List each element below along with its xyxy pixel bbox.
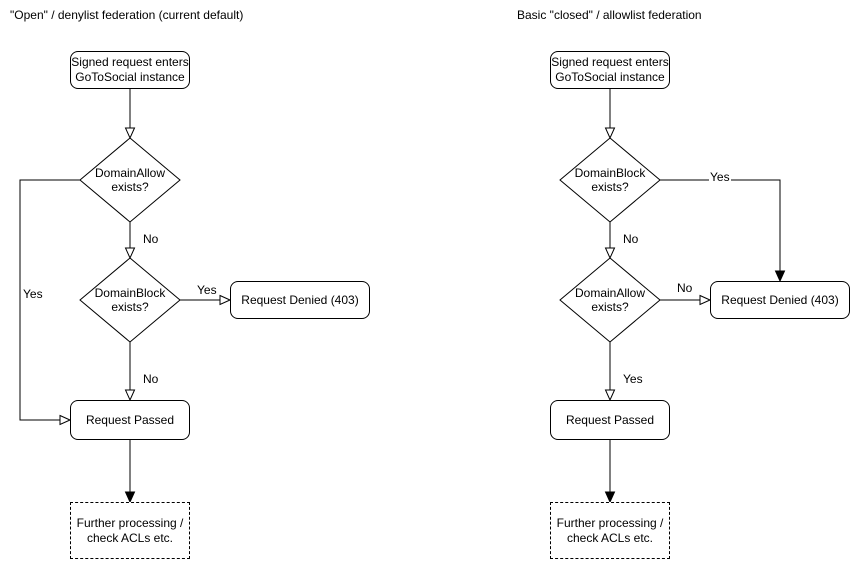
right-start-node-label: Signed request enters GoToSocial instanc… bbox=[551, 55, 669, 84]
right-further-node: Further processing / check ACLs etc. bbox=[550, 502, 670, 559]
right-allow-yes-label: Yes bbox=[622, 372, 644, 386]
right-block-no-label: No bbox=[622, 232, 640, 246]
left-chart-title: "Open" / denylist federation (current de… bbox=[10, 8, 244, 22]
left-denied-node: Request Denied (403) bbox=[230, 281, 370, 319]
right-decision2-label: DomainAllow exists? bbox=[574, 286, 646, 314]
decision-diamond-right-domainblock bbox=[559, 137, 661, 223]
right-passed-node: Request Passed bbox=[550, 400, 670, 440]
right-allow-no-label: No bbox=[676, 281, 694, 295]
left-decision2-label: DomainBlock exists? bbox=[94, 286, 166, 314]
left-allow-yes-label: Yes bbox=[22, 287, 44, 301]
left-decision1-label: DomainAllow exists? bbox=[94, 166, 166, 194]
left-further-node: Further processing / check ACLs etc. bbox=[70, 502, 190, 559]
right-start-node: Signed request enters GoToSocial instanc… bbox=[550, 51, 670, 89]
right-chart-title: Basic "closed" / allowlist federation bbox=[517, 8, 702, 22]
decision-diamond-left-domainallow bbox=[79, 137, 181, 223]
edge-left-allow-yes-to-passed bbox=[19, 179, 80, 420]
left-denied-node-label: Request Denied (403) bbox=[241, 292, 359, 307]
left-allow-no-label: No bbox=[142, 232, 160, 246]
left-start-node-label: Signed request enters GoToSocial instanc… bbox=[71, 55, 189, 84]
left-start-node: Signed request enters GoToSocial instanc… bbox=[70, 51, 190, 89]
left-further-node-label: Further processing / check ACLs etc. bbox=[76, 515, 184, 545]
right-passed-node-label: Request Passed bbox=[565, 412, 655, 427]
decision-diamond-right-domainallow bbox=[559, 257, 661, 343]
left-block-yes-label: Yes bbox=[196, 283, 218, 297]
left-passed-node: Request Passed bbox=[70, 400, 190, 440]
right-block-yes-label: Yes bbox=[709, 170, 731, 184]
left-block-no-label: No bbox=[142, 372, 160, 386]
left-passed-node-label: Request Passed bbox=[85, 412, 175, 427]
right-decision1-label: DomainBlock exists? bbox=[574, 166, 646, 194]
right-denied-node: Request Denied (403) bbox=[710, 281, 850, 319]
edge-right-block-yes-to-denied bbox=[660, 179, 780, 281]
right-further-node-label: Further processing / check ACLs etc. bbox=[556, 515, 664, 545]
right-denied-node-label: Request Denied (403) bbox=[721, 292, 839, 307]
decision-diamond-left-domainblock bbox=[79, 257, 181, 343]
